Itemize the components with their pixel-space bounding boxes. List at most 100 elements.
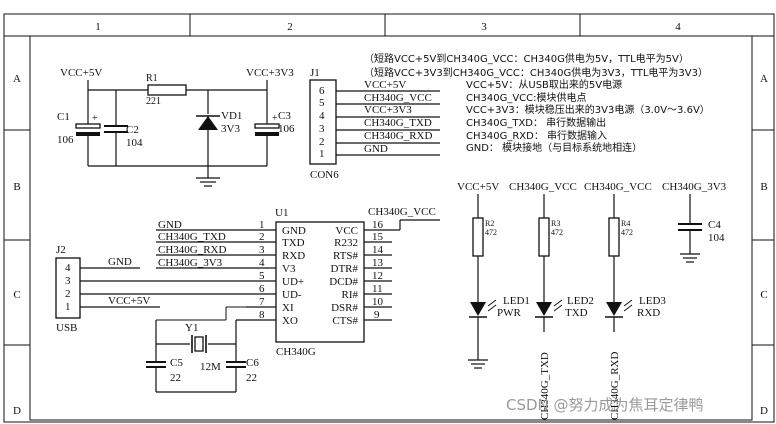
j2-pin-2: 2 — [65, 288, 71, 300]
drawing-frame: 1 2 3 4 A B C D A B C D — [3, 13, 775, 423]
j1-pin-2: 2 — [319, 136, 325, 148]
c4-value: 104 — [708, 232, 725, 244]
led2-symbol — [536, 302, 552, 316]
j2-pin-3: 3 — [65, 275, 71, 287]
u1-right-pins: 16 15 14 13 12 11 10 9 VCC R232 RTS# DTR… — [329, 219, 392, 327]
u1-pin10-num: 10 — [372, 296, 384, 308]
u1-pin10-name: DSR# — [331, 302, 358, 314]
note-item-2: CH340G_VCC:模块供电点 — [466, 91, 587, 104]
u1-pin14-name: RTS# — [333, 250, 359, 262]
u1-part: CH340G — [276, 346, 316, 358]
vcc5v-label: VCC+5V — [60, 67, 102, 79]
note-item-1: VCC+5V：从USB取出来的5V电源 — [466, 78, 622, 91]
c6-value: 22 — [246, 372, 257, 384]
resistor-r1 — [147, 84, 187, 96]
y1-ref: Y1 — [185, 322, 198, 334]
u1-pin8-num: 8 — [259, 309, 265, 321]
r3-value: 472 — [551, 228, 563, 237]
power-section: VCC+5V VCC+3V3 R1 221 + C1 106 C2 104 VD… — [57, 67, 295, 187]
c5-value: 22 — [170, 372, 181, 384]
u1-pin6-name: UD- — [282, 289, 302, 301]
j1-pin-6: 6 — [319, 85, 325, 97]
y1-value: 12M — [200, 361, 221, 373]
zener-diode-vd1 — [198, 116, 218, 130]
u1-pin8-name: XO — [282, 315, 298, 327]
led2-ref: LED2 — [567, 295, 594, 307]
frame-row-c-right: C — [760, 289, 767, 301]
led3-bottom-net: CH340G_RXD — [609, 351, 621, 420]
led1-name: PWR — [497, 307, 522, 319]
led3-symbol — [606, 302, 622, 316]
u1-net-3v3: CH340G_3V3 — [158, 257, 223, 269]
j1-net-vcc3v3: VCC+3V3 — [364, 104, 412, 116]
c2-value: 104 — [126, 137, 143, 149]
frame-row-c: C — [13, 289, 20, 301]
frame-row-b-right: B — [760, 181, 767, 193]
u1-pin7-name: XI — [282, 302, 294, 314]
svg-text:+: + — [272, 113, 278, 124]
r4-value: 472 — [621, 228, 633, 237]
frame-row-b: B — [13, 181, 20, 193]
resistor-r3 — [538, 217, 550, 257]
svg-text:+: + — [92, 113, 98, 124]
annotation-notes: （短路VCC+5V到CH340G_VCC：CH340G供电为5V，TTL电平为5… — [364, 52, 710, 154]
u1-pin11-name: RI# — [342, 289, 359, 301]
vd1-value: 3V3 — [221, 123, 240, 135]
c3-ref: C3 — [278, 110, 291, 122]
u1-pin9-name: CTS# — [332, 315, 358, 327]
r2-value: 472 — [485, 228, 497, 237]
u1-pin16-name: VCC — [335, 225, 358, 237]
frame-row-a-right: A — [760, 73, 768, 85]
j2-net-gnd: GND — [108, 256, 132, 268]
ic-u1-ch340g: U1 CH340G CH340G_VCC 1 2 3 4 5 6 7 8 GND… — [156, 206, 440, 358]
resistor-r4 — [608, 217, 620, 257]
u1-pin12-name: DCD# — [329, 276, 358, 288]
frame-col-3: 3 — [481, 21, 487, 33]
u1-pin4-name: V3 — [282, 263, 296, 275]
vcc3v3-label: VCC+3V3 — [246, 67, 294, 79]
r3-ref: R3 — [551, 219, 560, 228]
c6-ref: C6 — [246, 357, 259, 369]
j2-pin-4: 4 — [65, 262, 71, 274]
u1-pin6-num: 6 — [259, 283, 265, 295]
ground-symbol — [680, 253, 700, 263]
u1-vcc-net: CH340G_VCC — [368, 206, 436, 218]
u1-net-txd: CH340G_TXD — [158, 231, 226, 243]
led-net-ch340g-vcc-2: CH340G_VCC — [584, 181, 652, 193]
crystal-circuit: Y1 12M C5 22 C6 22 — [146, 306, 259, 393]
frame-col-1: 1 — [95, 21, 101, 33]
frame-col-4: 4 — [675, 21, 681, 33]
frame-row-a: A — [13, 73, 21, 85]
frame-col-2: 2 — [287, 21, 293, 33]
j1-pin-1: 1 — [319, 148, 325, 160]
j1-pin-3: 3 — [319, 123, 325, 135]
u1-pin1-name: GND — [282, 225, 306, 237]
u1-ref: U1 — [275, 207, 288, 219]
u1-pin5-name: UD+ — [282, 276, 304, 288]
j2-net-vcc5v: VCC+5V — [108, 295, 150, 307]
ground-symbol — [468, 359, 488, 369]
c3-value: 106 — [278, 123, 295, 135]
vd1-ref: VD1 — [221, 110, 242, 122]
j1-name: CON6 — [310, 169, 339, 181]
led3-name: RXD — [637, 307, 660, 319]
note-item-4: CH340G_TXD： 串行数据输出 — [466, 116, 606, 129]
note-short-5v: （短路VCC+5V到CH340G_VCC：CH340G供电为5V，TTL电平为5… — [364, 52, 689, 65]
capacitor-c1 — [75, 123, 101, 129]
u1-pin2-num: 2 — [259, 231, 265, 243]
u1-pin5-num: 5 — [259, 270, 265, 282]
j2-ref: J2 — [56, 244, 66, 256]
u1-pin15-num: 15 — [372, 231, 384, 243]
note-item-6: GND： 模块接地（与目标系统地相连） — [466, 141, 642, 154]
csdn-watermark: CSDN @努力成为焦耳定律鸭 — [506, 396, 704, 414]
led-net-ch340g-3v3: CH340G_3V3 — [662, 181, 727, 193]
ground-symbol — [196, 177, 220, 187]
u1-pin16-num: 16 — [372, 219, 384, 231]
frame-row-d: D — [13, 405, 21, 417]
c1-ref: C1 — [57, 111, 70, 123]
frame-row-d-right: D — [760, 405, 768, 417]
led-net-ch340g-vcc-1: CH340G_VCC — [509, 181, 577, 193]
r2-ref: R2 — [485, 219, 494, 228]
note-item-3: VCC+3V3：模块稳压出来的3V3电源（3.0V～3.6V） — [466, 103, 710, 116]
j1-net-gnd: GND — [364, 143, 388, 155]
